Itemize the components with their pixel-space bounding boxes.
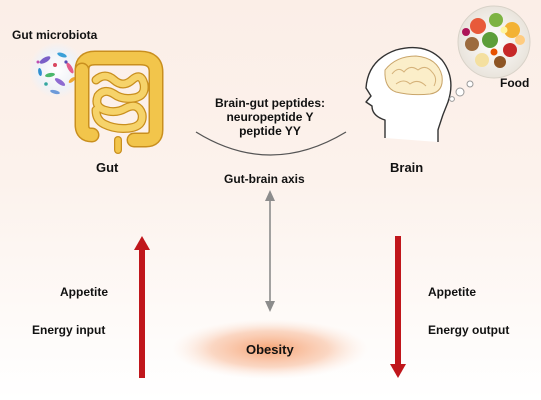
energy-output-label: Energy output <box>428 323 510 337</box>
increase-arrow-left <box>134 236 150 378</box>
human-head-brain-icon <box>365 46 474 142</box>
intestine-icon <box>74 50 164 154</box>
food-plate-icon <box>457 5 531 79</box>
right-appetite-label: Appetite <box>428 285 476 299</box>
bacteria-cluster-icon <box>29 42 85 98</box>
gut-brain-axis-label: Gut-brain axis <box>224 172 305 186</box>
food-label: Food <box>500 76 530 90</box>
axis-double-arrow <box>265 190 275 312</box>
brain-label: Brain <box>390 160 424 175</box>
left-appetite-label: Appetite <box>60 285 108 299</box>
gut-label: Gut <box>96 160 119 175</box>
decrease-arrow-right <box>390 236 406 378</box>
obesity-glow <box>172 319 368 379</box>
gut-brain-arc <box>195 131 347 156</box>
peptides-title: Brain-gut peptides: <box>215 96 325 110</box>
gut-microbiota-label: Gut microbiota <box>12 28 98 42</box>
peptide-pyy: peptide YY <box>239 124 301 138</box>
peptides-block: Brain-gut peptides: neuropeptide Y pepti… <box>170 96 370 138</box>
energy-input-label: Energy input <box>32 323 106 337</box>
peptide-npy: neuropeptide Y <box>226 110 314 124</box>
obesity-label: Obesity <box>246 342 294 357</box>
